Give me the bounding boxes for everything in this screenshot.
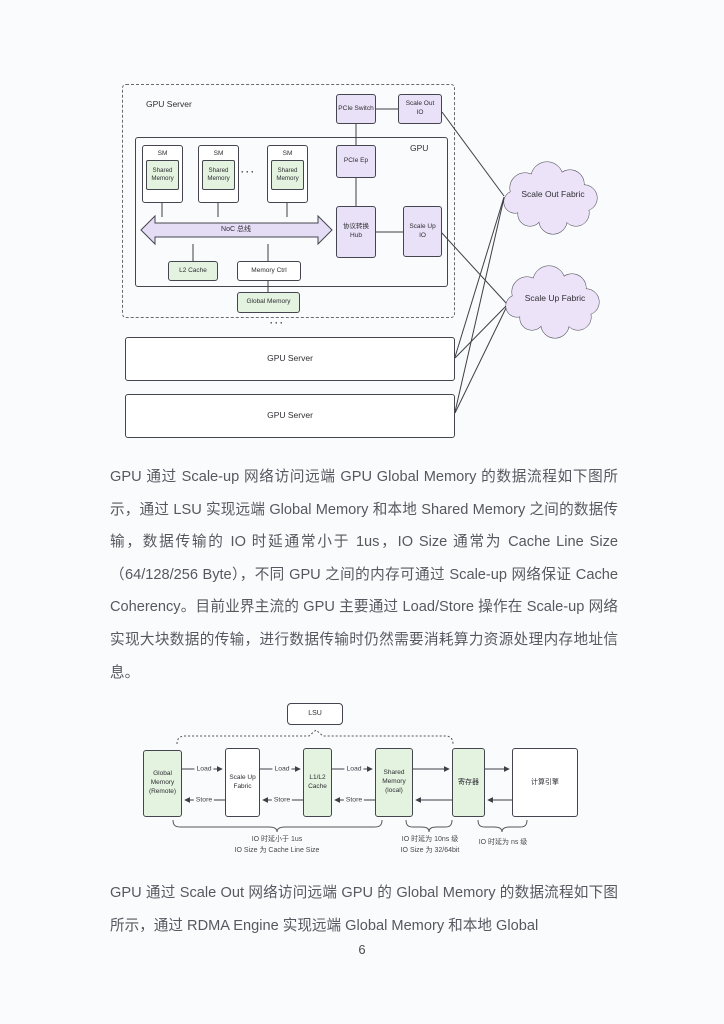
- compute-engine-box: 计算引擎: [512, 748, 578, 817]
- sm-box-2: SM Shared Memory: [198, 145, 239, 203]
- scale-out-io-box: Scale Out IO: [398, 94, 442, 124]
- gpu-label: GPU: [410, 143, 429, 153]
- protocol-hub-label-en: Hub: [350, 232, 362, 239]
- brace2-line1: IO 时延为 10ns 级: [401, 836, 459, 843]
- sm-label-3: SM: [282, 150, 293, 157]
- sm-label-1: SM: [157, 150, 168, 157]
- protocol-hub-box: 协议转换 Hub: [336, 206, 376, 258]
- paragraph-scale-out: GPU 通过 Scale Out 网络访问远端 GPU 的 Global Mem…: [110, 885, 618, 934]
- store-label-1: Store: [193, 796, 215, 804]
- gpu-server-box-3: GPU Server: [125, 394, 455, 438]
- shared-memory-local-box: Shared Memory (local): [375, 748, 413, 817]
- sm-box-1: SM Shared Memory: [142, 145, 183, 203]
- page-number: 6: [358, 942, 366, 957]
- l2-cache-box: L2 Cache: [168, 261, 218, 281]
- brace2-line2: IO Size 为 32/64bit: [400, 847, 460, 854]
- sm-label-2: SM: [213, 150, 224, 157]
- memory-ctrl-box: Memory Ctrl: [237, 261, 301, 281]
- protocol-hub-label-cn: 协议转换: [343, 223, 369, 231]
- shared-memory-box-3: Shared Memory: [271, 160, 304, 190]
- global-memory-box: Global Memory: [237, 292, 300, 313]
- brace1-line1: IO 时延小于 1us: [251, 836, 303, 843]
- pcie-switch-box: PCIe Switch: [336, 94, 376, 124]
- brace2-latency-label: IO 时延为 10ns 级 IO Size 为 32/64bit: [401, 834, 460, 856]
- store-label-3: Store: [343, 796, 365, 804]
- store-label-2: Store: [271, 796, 293, 804]
- lsu-dashed-bracket: [176, 729, 454, 745]
- scale-up-io-box: Scale Up IO: [403, 206, 442, 257]
- latency-braces: [172, 819, 528, 833]
- register-box: 寄存器: [452, 748, 485, 817]
- scale-up-fabric-box: Scale Up Fabric: [225, 748, 260, 817]
- scale-out-fabric-label: Scale Out Fabric: [521, 189, 585, 199]
- noc-bus-label: NoC 总线: [221, 226, 251, 233]
- shared-memory-box-1: Shared Memory: [146, 160, 179, 190]
- scale-up-fabric-label: Scale Up Fabric: [524, 293, 586, 303]
- brace3-latency-label: IO 时延为 ns 级: [479, 837, 528, 848]
- gpu-server-box-2: GPU Server: [125, 337, 455, 381]
- brace1-line2: IO Size 为 Cache Line Size: [234, 847, 320, 854]
- shared-memory-box-2: Shared Memory: [202, 160, 235, 190]
- brace1-latency-label: IO 时延小于 1us IO Size 为 Cache Line Size: [235, 834, 320, 856]
- gpu-server-dashed-container: [122, 84, 455, 318]
- l1-l2-cache-box: L1/L2 Cache: [303, 748, 332, 817]
- server-ellipsis: ···: [270, 318, 285, 328]
- load-label-1: Load: [194, 765, 214, 773]
- gpu-container: [135, 137, 448, 287]
- sm-ellipsis: ···: [241, 167, 256, 177]
- load-label-3: Load: [344, 765, 364, 773]
- gpu-server-container-label: GPU Server: [146, 99, 192, 109]
- lsu-box: LSU: [287, 703, 343, 725]
- brace3-line1: IO 时延为 ns 级: [478, 839, 528, 846]
- load-label-2: Load: [272, 765, 292, 773]
- sm-box-3: SM Shared Memory: [267, 145, 308, 203]
- pcie-ep-box: PCIe Ep: [336, 145, 376, 178]
- paragraph-scale-up: GPU 通过 Scale-up 网络访问远端 GPU Global Memory…: [110, 469, 618, 681]
- global-memory-remote-box: Global Memory (Remote): [143, 750, 182, 817]
